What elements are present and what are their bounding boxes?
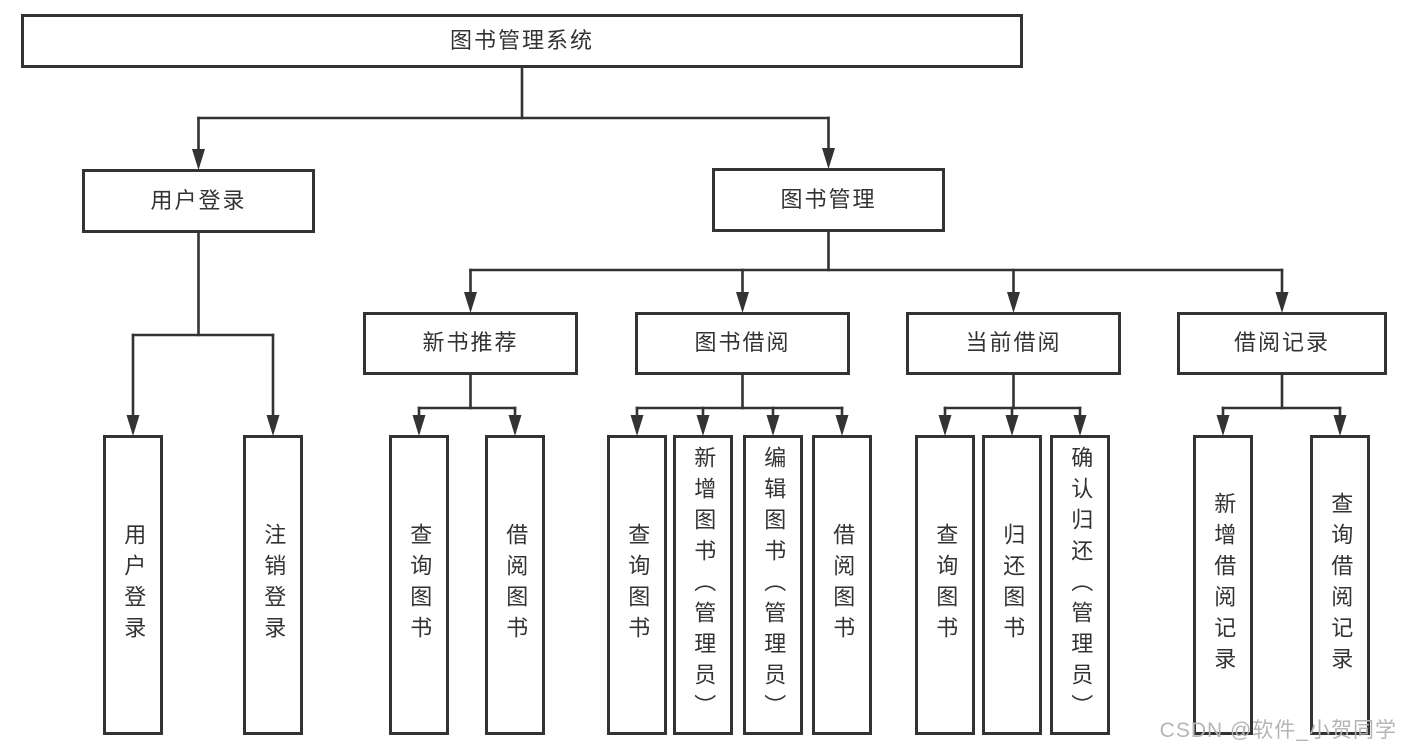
node-label-new-book-recommend: 新书推荐 — [422, 330, 519, 356]
node-label-leaf-add-book: 新增图书（管理员） — [691, 445, 717, 725]
node-leaf-add-book: 新增图书（管理员） — [673, 435, 733, 735]
node-label-leaf-add-record: 新增借阅记录 — [1211, 492, 1237, 678]
node-label-leaf-logout: 注销登录 — [261, 523, 287, 647]
node-leaf-query-book-1: 查询图书 — [389, 435, 449, 735]
node-leaf-add-record: 新增借阅记录 — [1193, 435, 1253, 735]
node-label-current-borrow: 当前借阅 — [965, 330, 1062, 356]
node-label-leaf-borrow-book-1: 借阅图书 — [503, 523, 529, 647]
node-label-book-borrow: 图书借阅 — [694, 330, 791, 356]
node-leaf-edit-book: 编辑图书（管理员） — [743, 435, 803, 735]
node-label-leaf-edit-book: 编辑图书（管理员） — [761, 445, 787, 725]
node-new-book-recommend: 新书推荐 — [363, 312, 578, 375]
node-root: 图书管理系统 — [21, 14, 1023, 68]
node-leaf-user-login: 用户登录 — [103, 435, 163, 735]
node-user-login: 用户登录 — [82, 169, 315, 233]
node-leaf-return-book: 归还图书 — [982, 435, 1042, 735]
node-leaf-confirm-return: 确认归还（管理员） — [1050, 435, 1110, 735]
node-label-user-login: 用户登录 — [150, 187, 247, 213]
node-label-book-management: 图书管理 — [780, 186, 877, 212]
node-label-leaf-query-book-2: 查询图书 — [625, 523, 651, 647]
node-book-borrow: 图书借阅 — [635, 312, 850, 375]
node-leaf-query-book-2: 查询图书 — [607, 435, 667, 735]
node-label-leaf-query-book-1: 查询图书 — [407, 523, 433, 647]
node-label-root: 图书管理系统 — [449, 27, 594, 53]
node-label-leaf-query-record: 查询借阅记录 — [1328, 492, 1354, 678]
node-leaf-query-book-3: 查询图书 — [915, 435, 975, 735]
node-label-leaf-return-book: 归还图书 — [1000, 523, 1026, 647]
node-label-borrow-record: 借阅记录 — [1233, 330, 1330, 356]
node-borrow-record: 借阅记录 — [1177, 312, 1387, 375]
node-current-borrow: 当前借阅 — [906, 312, 1121, 375]
node-label-leaf-confirm-return: 确认归还（管理员） — [1068, 445, 1094, 725]
node-label-leaf-query-book-3: 查询图书 — [933, 523, 959, 647]
node-leaf-query-record: 查询借阅记录 — [1310, 435, 1370, 735]
node-leaf-borrow-book-1: 借阅图书 — [485, 435, 545, 735]
node-label-leaf-borrow-book-2: 借阅图书 — [830, 523, 856, 647]
node-leaf-logout: 注销登录 — [243, 435, 303, 735]
node-label-leaf-user-login: 用户登录 — [121, 523, 147, 647]
node-leaf-borrow-book-2: 借阅图书 — [812, 435, 872, 735]
watermark: CSDN @软件_小贺同学 — [1159, 719, 1397, 742]
node-book-management: 图书管理 — [712, 168, 945, 232]
